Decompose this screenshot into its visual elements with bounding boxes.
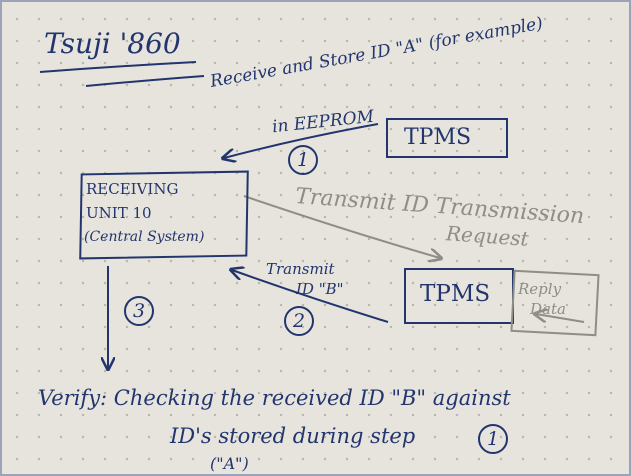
verify-line1: Verify: Checking the received ID "B" aga… bbox=[38, 386, 511, 410]
title-underline-1 bbox=[39, 61, 197, 73]
receiving-unit-line2: UNIT 10 bbox=[86, 204, 152, 222]
step-1-marker: 1 bbox=[288, 145, 318, 175]
page-title: Tsuji '860 bbox=[44, 27, 181, 60]
receiving-unit-line3: (Central System) bbox=[84, 229, 205, 245]
step-2-marker: 2 bbox=[284, 306, 314, 336]
tpms-top-label: TPMS bbox=[404, 125, 472, 150]
verify-line2: ID's stored during step bbox=[170, 424, 416, 448]
tpms-bottom-box bbox=[404, 268, 514, 324]
step-3-marker: 3 bbox=[124, 296, 154, 326]
arrow-store-id bbox=[224, 123, 379, 158]
reply-data-line2: Data bbox=[530, 300, 566, 318]
arrow-request bbox=[243, 195, 440, 258]
receiving-unit-line1: RECEIVING bbox=[86, 180, 179, 198]
verify-step-1-marker: 1 bbox=[478, 424, 508, 454]
arrow-reply-data bbox=[536, 314, 585, 323]
tpms-bottom-label: TPMS bbox=[420, 281, 491, 307]
transmit-b-label-line1: Transmit bbox=[266, 260, 335, 278]
title-underline-2 bbox=[85, 75, 205, 87]
arrow-transmit-b bbox=[232, 270, 389, 323]
reply-data-line1: Reply bbox=[518, 280, 562, 298]
request-label-line2: Request bbox=[445, 221, 530, 251]
transmit-b-label-line2: ID "B" bbox=[296, 280, 344, 298]
verify-line3: ("A") bbox=[210, 454, 249, 473]
tpms-top-box bbox=[386, 118, 508, 158]
